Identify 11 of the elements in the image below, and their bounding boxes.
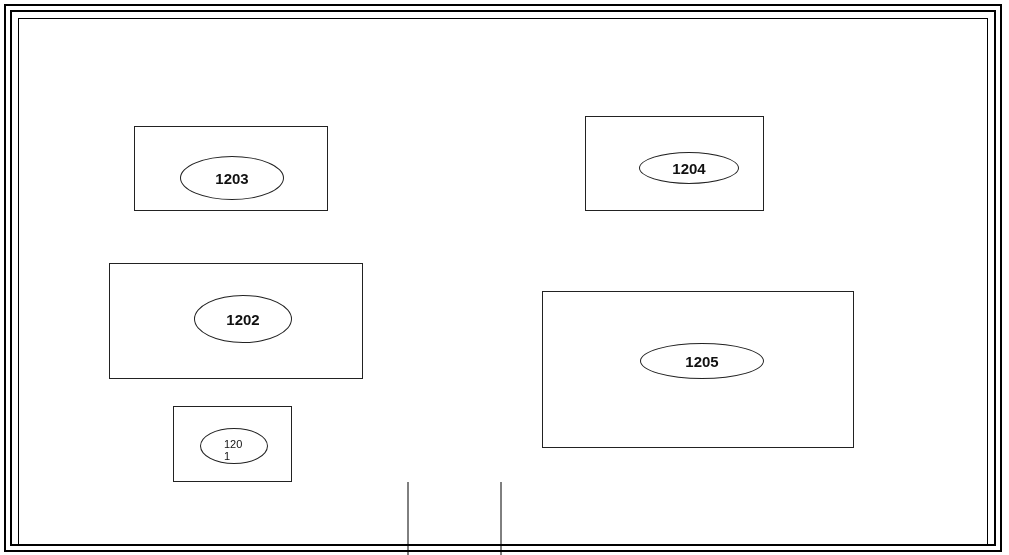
rectangle-box [585, 116, 764, 211]
reference-number: 1202 [226, 310, 260, 328]
reference-number: 1203 [215, 169, 249, 187]
rectangle-box [542, 291, 854, 448]
ellipse [200, 428, 268, 464]
rectangle-box [134, 126, 328, 211]
reference-number: 1201 [224, 437, 244, 463]
rectangle-box [109, 263, 363, 379]
reference-number: 1205 [685, 352, 719, 370]
reference-number: 1204 [672, 159, 706, 177]
rectangle-box [173, 406, 292, 482]
